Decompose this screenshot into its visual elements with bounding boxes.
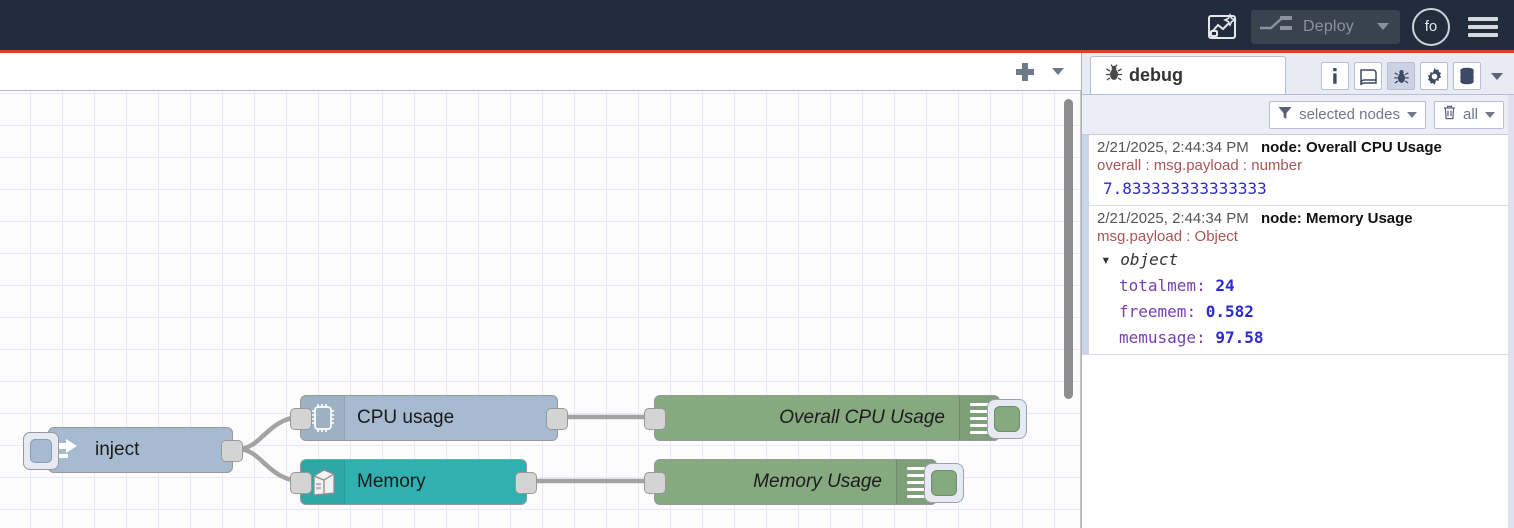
gear-icon[interactable] xyxy=(1420,62,1448,90)
node-cpu-usage-label: CPU usage xyxy=(357,407,455,428)
chevron-down-icon xyxy=(1406,111,1417,118)
flow-workspace: inject CPU usage xyxy=(0,53,1081,528)
debug-filter-row: selected nodes all xyxy=(1082,95,1514,135)
debug-message-source: node: Overall CPU Usage xyxy=(1260,139,1442,156)
debug-message-topic: msg.payload : Object xyxy=(1097,228,1238,245)
user-avatar[interactable]: fo xyxy=(1412,7,1450,46)
node-inject[interactable]: inject xyxy=(23,427,243,473)
tab-debug-label: debug xyxy=(1129,65,1183,85)
node-cpu-usage[interactable]: CPU usage xyxy=(290,395,568,441)
deploy-label: Deploy xyxy=(1302,17,1354,35)
node-inject-label: inject xyxy=(95,439,140,460)
funnel-icon xyxy=(1278,106,1292,124)
chip-icon xyxy=(301,396,345,440)
node-memory-usage-label: Memory Usage xyxy=(753,471,882,492)
canvas-scroll-rail xyxy=(1080,91,1081,528)
debug-message-value: 7.833333333333333 xyxy=(1103,179,1267,198)
debug-message-time: 2/21/2025, 2:44:34 PM xyxy=(1097,139,1249,156)
input-port[interactable] xyxy=(644,408,666,430)
object-expand-toggle[interactable]: ▾ object xyxy=(1097,250,1506,269)
object-property-key: totalmem xyxy=(1119,276,1197,295)
caret-down-icon: ▾ xyxy=(1101,250,1111,269)
flow-sparkle-icon[interactable] xyxy=(1201,8,1243,46)
object-property-row: freemem: 0.582 xyxy=(1119,302,1254,321)
arrow-right-icon xyxy=(49,438,83,462)
object-label: object xyxy=(1120,250,1179,269)
output-port[interactable] xyxy=(546,408,568,430)
debug-message[interactable]: 2/21/2025, 2:44:34 PM node: Overall CPU … xyxy=(1082,135,1514,206)
filter-nodes-button[interactable]: selected nodes xyxy=(1269,100,1426,129)
debug-message-header: 2/21/2025, 2:44:34 PM node: Overall CPU … xyxy=(1097,139,1506,156)
chevron-down-icon xyxy=(1485,111,1495,118)
debug-status-face-icon xyxy=(994,406,1020,432)
debug-message-list[interactable]: 2/21/2025, 2:44:34 PM node: Overall CPU … xyxy=(1082,135,1514,528)
plus-icon xyxy=(1016,62,1034,81)
object-property-key: freemem xyxy=(1119,302,1187,321)
debug-message-time: 2/21/2025, 2:44:34 PM xyxy=(1097,210,1249,227)
node-overall-cpu-usage[interactable]: Overall CPU Usage xyxy=(644,395,1027,441)
output-port[interactable] xyxy=(221,440,243,462)
inject-button-face-icon xyxy=(30,439,52,463)
debug-toggle-button[interactable] xyxy=(924,463,964,503)
debug-message[interactable]: 2/21/2025, 2:44:34 PM node: Memory Usage… xyxy=(1082,206,1514,355)
hamburger-bar xyxy=(1468,24,1498,29)
debug-status-face-icon xyxy=(931,470,957,496)
sidebar-tool-buttons xyxy=(1321,62,1514,94)
hamburger-bar xyxy=(1468,32,1498,37)
input-port[interactable] xyxy=(290,472,312,494)
main-menu-button[interactable] xyxy=(1468,16,1498,37)
inject-trigger-button[interactable] xyxy=(23,432,59,470)
hamburger-bar xyxy=(1468,16,1498,21)
debug-toggle-button[interactable] xyxy=(987,399,1027,439)
sidebar-tab-row: debug xyxy=(1082,53,1514,95)
input-port[interactable] xyxy=(290,408,312,430)
input-port[interactable] xyxy=(644,472,666,494)
add-flow-button[interactable] xyxy=(1007,57,1043,87)
bug-icon[interactable] xyxy=(1387,62,1415,90)
chevron-down-icon xyxy=(1052,68,1064,75)
trash-icon xyxy=(1443,105,1456,124)
debug-message-topic: overall : msg.payload : number xyxy=(1097,157,1303,174)
deploy-caret-icon[interactable] xyxy=(1368,10,1398,44)
filter-nodes-label: selected nodes xyxy=(1299,106,1400,123)
context-data-icon[interactable] xyxy=(1453,62,1481,90)
chevron-down-icon xyxy=(1491,72,1503,80)
flow-canvas[interactable]: inject CPU usage xyxy=(0,91,1081,528)
clear-messages-label: all xyxy=(1462,106,1478,123)
object-property-value: 97.58 xyxy=(1215,328,1264,347)
sidebar-more-menu-button[interactable] xyxy=(1486,62,1508,90)
canvas-vertical-scrollbar[interactable] xyxy=(1064,99,1073,399)
info-icon[interactable] xyxy=(1321,62,1349,90)
object-property-value: 24 xyxy=(1215,276,1235,295)
app-header: Deploy fo xyxy=(0,0,1514,53)
node-memory-label: Memory xyxy=(357,471,426,492)
object-property-row: totalmem: 24 xyxy=(1119,276,1235,295)
flow-tab-bar xyxy=(0,53,1081,91)
node-memory[interactable]: Memory xyxy=(290,459,537,505)
node-overall-cpu-usage-label: Overall CPU Usage xyxy=(779,407,945,428)
node-memory-usage[interactable]: Memory Usage xyxy=(644,459,964,505)
book-icon[interactable] xyxy=(1354,62,1382,90)
object-property-row: memusage: 97.58 xyxy=(1119,328,1264,347)
tab-debug[interactable]: debug xyxy=(1090,56,1286,94)
bug-icon xyxy=(1105,64,1123,87)
avatar-initials: fo xyxy=(1424,18,1438,35)
output-port[interactable] xyxy=(515,472,537,494)
sidebar-scroll-rail[interactable] xyxy=(1508,95,1514,528)
object-property-value: 0.582 xyxy=(1205,302,1254,321)
debug-message-header: 2/21/2025, 2:44:34 PM node: Memory Usage xyxy=(1097,210,1506,227)
object-property-key: memusage xyxy=(1119,328,1197,347)
sidebar-panel: debug xyxy=(1081,53,1514,528)
deploy-button[interactable]: Deploy xyxy=(1250,9,1400,44)
debug-message-source: node: Memory Usage xyxy=(1260,210,1413,227)
clear-messages-button[interactable]: all xyxy=(1433,100,1504,129)
deploy-glyph-icon xyxy=(1259,14,1293,39)
flow-list-menu-button[interactable] xyxy=(1043,57,1073,87)
